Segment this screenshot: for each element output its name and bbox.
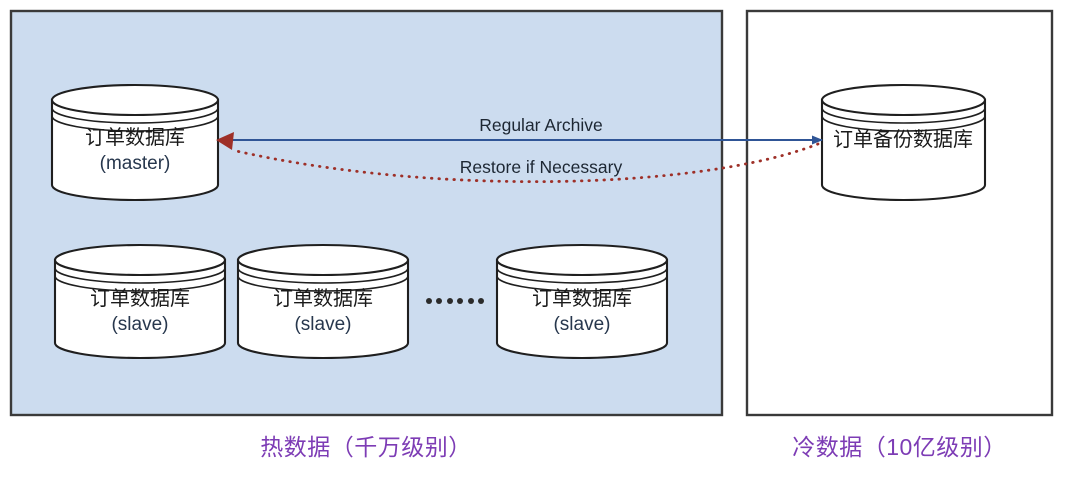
database-cylinder-slave-2[interactable] [236, 243, 410, 360]
restore-if-necessary-label: Restore if Necessary [459, 157, 623, 177]
restore-arrowhead-icon [216, 132, 234, 150]
slave-3-cylinder-ring-2 [496, 275, 668, 292]
cold-data-panel-box [745, 9, 1054, 417]
restore-dotted-line [230, 142, 820, 184]
database-cylinder-master[interactable] [50, 83, 220, 202]
master-cylinder-ring-1 [51, 107, 219, 124]
database-cylinder-slave-3[interactable] [495, 243, 669, 360]
slave-3-cylinder-top [495, 243, 669, 277]
master-cylinder-body [50, 98, 220, 202]
ellipsis-dot [477, 298, 484, 304]
database-cylinder-backup[interactable] [820, 83, 987, 202]
slave-1-cylinder-ring-1 [54, 267, 226, 284]
backup-cylinder-top [820, 83, 987, 117]
backup-cylinder-ring-2 [821, 115, 986, 132]
slave-2-cylinder-top [236, 243, 410, 277]
database-cylinder-slave-1[interactable] [53, 243, 227, 360]
slave-3-cylinder-ring-1 [496, 267, 668, 284]
slave-2-cylinder-ring-1 [237, 267, 409, 284]
ellipsis-dot [436, 298, 443, 304]
cold-data-caption: 冷数据（10亿级别） [792, 434, 1007, 460]
master-cylinder-top [50, 83, 220, 117]
backup-cylinder-ring-1 [821, 107, 986, 124]
master-cylinder-ring-2 [51, 115, 219, 132]
ellipsis-dot [457, 298, 464, 304]
ellipsis-dot [426, 298, 432, 304]
backup-cylinder-body [820, 98, 987, 202]
slave-3-cylinder-body [495, 258, 669, 360]
slaves-ellipsis-icon [426, 296, 484, 306]
ellipsis-dot [446, 298, 453, 304]
slave-1-cylinder-ring-2 [54, 275, 226, 292]
edge-restore-if-necessary[interactable] [216, 132, 820, 184]
slave-1-cylinder-top [53, 243, 227, 277]
regular-archive-label: Regular Archive [479, 115, 603, 135]
slave-1-cylinder-body [53, 258, 227, 360]
cold-data-panel [745, 9, 1054, 417]
slave-2-cylinder-body [236, 258, 410, 360]
ellipsis-dot [467, 298, 474, 304]
slave-2-cylinder-ring-2 [237, 275, 409, 292]
hot-data-caption: 热数据（千万级别） [260, 434, 472, 460]
